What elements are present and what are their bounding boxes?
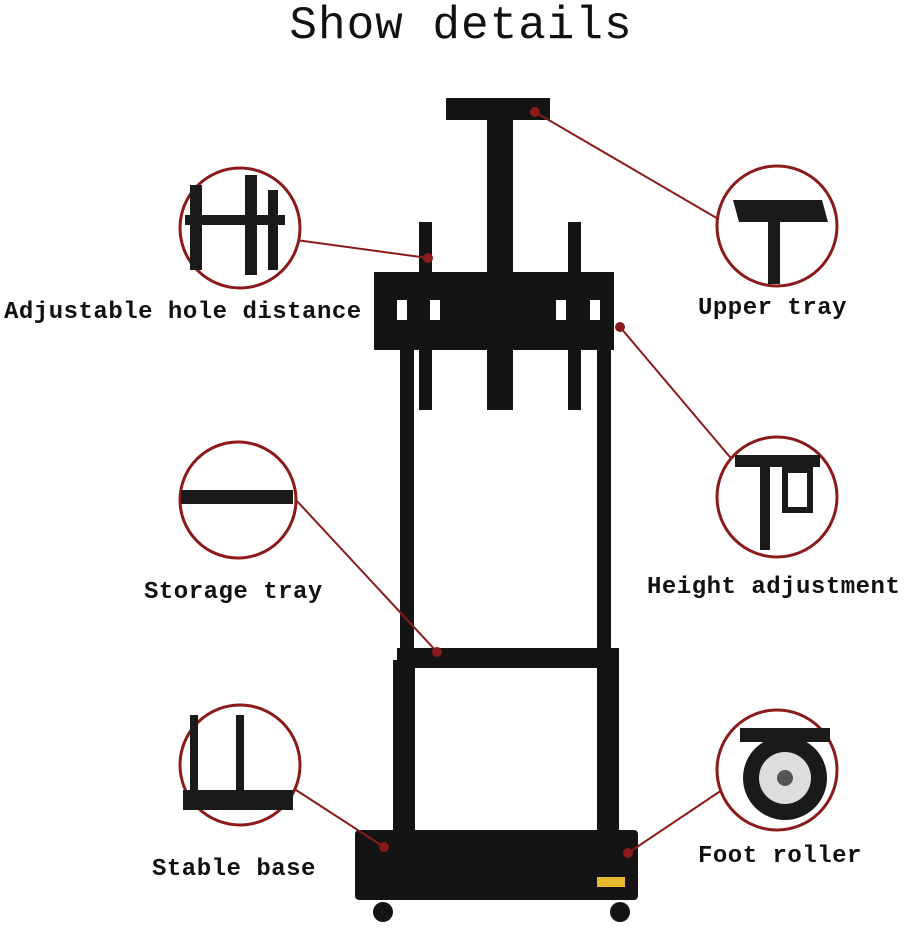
vesa-arm-right <box>568 222 581 410</box>
wheel <box>373 902 393 922</box>
base-plate <box>355 830 638 900</box>
tv-stand <box>355 98 638 922</box>
upper-tray-shelf <box>446 98 550 120</box>
label-foot-roller: Foot roller <box>698 843 862 870</box>
page-title: Show details <box>289 0 633 52</box>
vesa-arm-left <box>419 222 432 410</box>
wheel <box>610 902 630 922</box>
label-upper-tray: Upper tray <box>698 295 848 322</box>
label-height-adjustment: Height adjustment <box>647 574 901 601</box>
label-stable-base: Stable base <box>152 856 316 883</box>
label-adjustable-hole-distance: Adjustable hole distance <box>4 299 362 326</box>
storage-tray-shelf <box>397 648 619 668</box>
label-storage-tray: Storage tray <box>144 579 323 606</box>
